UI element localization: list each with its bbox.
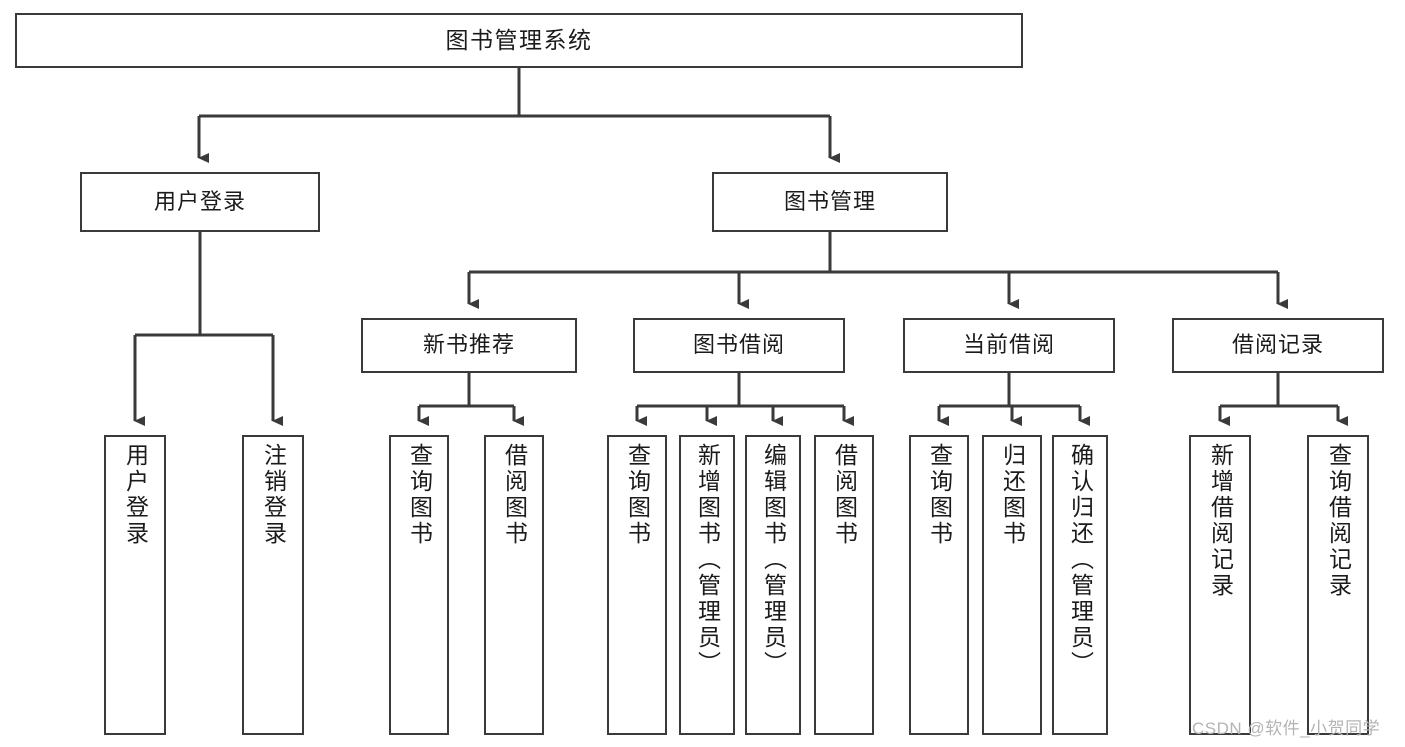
node-current-borrow[interactable]: 当前借阅 [903,318,1115,373]
node-label: 图书借阅 [692,332,785,358]
node-book-borrow[interactable]: 图书借阅 [633,318,845,373]
leaf-add-book-admin[interactable]: 新增图书（管理员） [679,435,735,735]
node-borrow-record[interactable]: 借阅记录 [1172,318,1384,373]
watermark: CSDN @软件_小贺同学 [1192,719,1381,738]
node-label: 查询借阅记录 [1325,443,1352,599]
node-label: 查询图书 [926,443,953,547]
leaf-confirm-return-admin[interactable]: 确认归还（管理员） [1052,435,1108,735]
leaf-add-borrow-record[interactable]: 新增借阅记录 [1189,435,1251,735]
leaf-return-book[interactable]: 归还图书 [982,435,1042,735]
leaf-borrow-book[interactable]: 借阅图书 [814,435,874,735]
node-label: 编辑图书（管理员） [760,443,787,677]
node-label: 归还图书 [999,443,1026,547]
leaf-query-book-recommend[interactable]: 查询图书 [389,435,449,735]
leaf-user-login[interactable]: 用户登录 [104,435,166,735]
node-label: 注销登录 [260,443,287,547]
node-label: 借阅记录 [1231,332,1324,358]
node-label: 确认归还（管理员） [1067,443,1094,677]
leaf-query-book-borrow[interactable]: 查询图书 [607,435,667,735]
node-label: 图书管理 [783,188,876,214]
node-label: 用户登录 [153,188,246,214]
node-label: 当前借阅 [962,332,1055,358]
leaf-edit-book-admin[interactable]: 编辑图书（管理员） [745,435,801,735]
leaf-query-borrow-record[interactable]: 查询借阅记录 [1307,435,1369,735]
node-label: 借阅图书 [831,443,858,547]
node-label: 借阅图书 [501,443,528,547]
node-label: 用户登录 [122,443,149,547]
node-root-system[interactable]: 图书管理系统 [15,13,1023,68]
node-new-book-recommend[interactable]: 新书推荐 [361,318,577,373]
leaf-logout[interactable]: 注销登录 [242,435,304,735]
node-label: 新增图书（管理员） [694,443,721,677]
node-user-login[interactable]: 用户登录 [80,172,320,232]
node-label: 新增借阅记录 [1207,443,1234,599]
node-label: 查询图书 [624,443,651,547]
node-book-manage[interactable]: 图书管理 [712,172,948,232]
leaf-query-book-current[interactable]: 查询图书 [909,435,969,735]
leaf-borrow-book-recommend[interactable]: 借阅图书 [484,435,544,735]
node-label: 新书推荐 [422,332,515,358]
node-label: 图书管理系统 [445,26,593,53]
node-label: 查询图书 [406,443,433,547]
